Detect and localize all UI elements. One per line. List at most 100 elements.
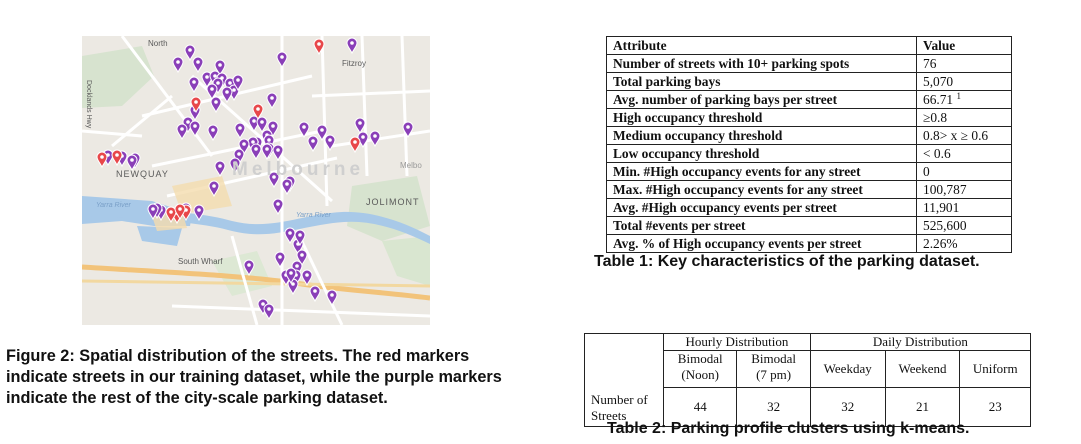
value-text: 11,901 [923,200,960,215]
parking-profile-clusters-table: Hourly Distribution Daily Distribution B… [584,333,1032,427]
map-canvas [82,36,430,325]
value-text: ≥0.8 [923,110,948,125]
value-text: 66.71 [923,92,954,107]
street-marker [176,123,188,141]
street-marker [281,178,293,196]
attribute-cell: Avg. #High occupancy events per street [606,198,917,217]
road [331,129,430,148]
fitzroy-label: Fitzroy [342,59,366,68]
bimodal-7pm-subheader: (7 pm) [736,367,811,388]
footnote-marker: 1 [956,91,962,101]
row-label-line-1: Number of [591,391,648,407]
bimodal-noon-header: Bimodal [662,350,737,367]
road [111,94,173,148]
street-marker [316,124,328,142]
street-marker [309,285,321,303]
attribute-cell: Low occupancy threshold [606,144,917,163]
value-cell: 2.26% [916,234,1012,253]
street-marker [284,227,296,245]
value-cell: 76 [916,54,1012,73]
road [320,36,329,207]
city-label: Melbourne [232,159,365,180]
yarra-river-label: Yarra River [296,212,331,219]
street-marker [250,143,262,161]
street-marker [208,180,220,198]
street-marker [402,121,414,139]
docklands-hwy-label: Docklands Hwy [85,80,92,129]
street-marker [301,269,313,287]
value-text: 0.8> x ≥ 0.6 [923,128,989,143]
value-cell: < 0.6 [916,144,1012,163]
street-markers [96,37,414,321]
bimodal-noon-value: 44 [662,387,737,427]
value-cell: 0.8> x ≥ 0.6 [916,126,1012,145]
value-text: 100,787 [923,182,967,197]
road [171,304,430,318]
street-marker [214,59,226,77]
value-cell: 66.71 1 [916,90,1012,109]
north-melbourne-label: North [148,39,168,48]
value-cell: 5,070 [916,72,1012,91]
value-cell: 525,600 [916,216,1012,235]
street-marker [324,134,336,152]
street-marker [243,259,255,277]
table-body: Number of streets with 10+ parking spots… [606,54,1012,253]
table-row: Avg. % of High occupancy events per stre… [606,234,1012,253]
attribute-header: Attribute [606,36,917,55]
street-marker [294,229,306,247]
street-marker [234,122,246,140]
training-street-marker [190,96,202,114]
road [120,36,214,157]
street-marker [192,56,204,74]
hourly-distribution-header: Hourly Distribution [663,333,811,351]
value-header: Value [916,36,1012,55]
bimodal-noon-subheader: (Noon) [662,367,737,388]
training-street-marker [252,103,264,121]
south-wharf-label: South Wharf [178,257,223,266]
attribute-cell: Max. #High occupancy events for any stre… [606,180,917,199]
training-street-marker [96,151,108,169]
street-marker [272,144,284,162]
road [360,36,369,177]
weekday-value: 32 [810,387,886,427]
road [295,230,344,325]
road [82,129,143,138]
attribute-cell: High occupancy threshold [606,108,917,127]
value-text: 2.26% [923,236,958,251]
value-text: 0 [923,164,930,179]
value-cell: 11,901 [916,198,1012,217]
street-marker [248,115,260,133]
street-marker [274,251,286,269]
table-row: Avg. #High occupancy events per street 11… [606,198,1012,217]
table-row: Low occupancy threshold < 0.6 [606,144,1012,163]
table2-caption: Table 2: Parking profile clusters using … [607,420,970,437]
street-marker [207,124,219,142]
road [400,36,409,177]
bimodal-7pm-value: 32 [736,387,811,427]
value-text: < 0.6 [923,146,951,161]
east-melbourne-label: Melbo [400,161,422,170]
street-marker [232,74,244,92]
park-area [347,176,430,241]
street-marker [193,204,205,222]
table-row: Max. #High occupancy events for any stre… [606,180,1012,199]
street-marker [126,154,138,172]
daily-distribution-header: Daily Distribution [810,333,1032,351]
park-area [382,236,430,286]
jolimont-label: JOLIMONT [366,197,420,207]
row-label: Number of Streets [584,387,664,427]
row-label-line-2: Streets [591,407,627,423]
parking-characteristics-table: Attribute Value Number of streets with 1… [606,36,1012,253]
uniform-header: Uniform [959,350,1031,388]
street-marker [263,303,275,321]
street-marker [369,130,381,148]
water-area [137,226,182,246]
street-marker [268,171,280,189]
bimodal-7pm-header: Bimodal [736,350,811,367]
table-row: Min. #High occupancy events for any stre… [606,162,1012,181]
street-marker [201,71,213,89]
training-street-marker [313,38,325,56]
street-marker [272,198,284,216]
attribute-cell: Avg. % of High occupancy events per stre… [606,234,917,253]
